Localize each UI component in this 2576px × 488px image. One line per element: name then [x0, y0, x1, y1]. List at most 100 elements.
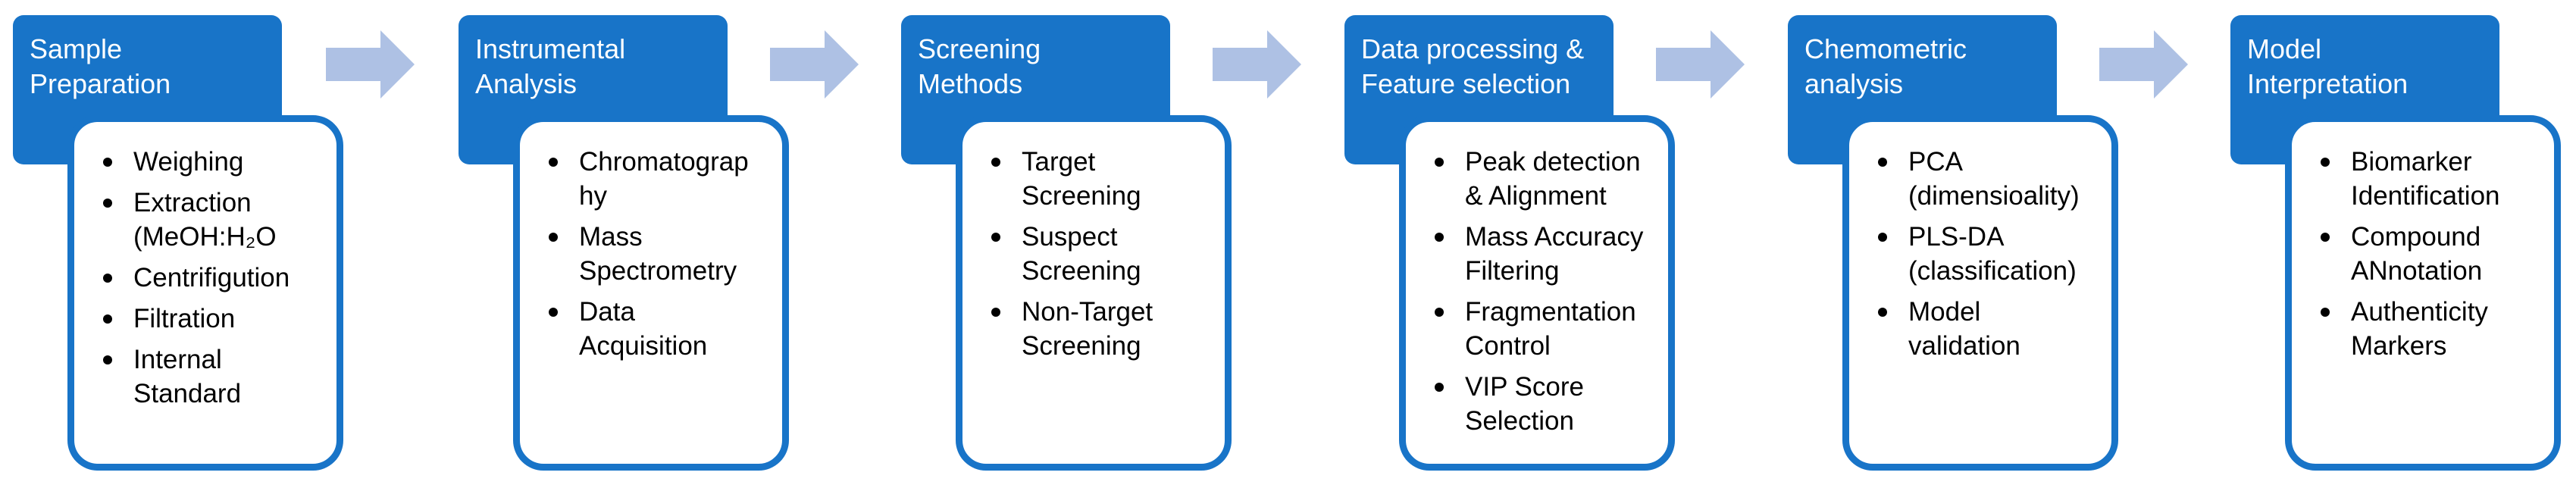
step-item-list: PCA (dimensioality) PLS-DA (classification)… [1876, 145, 2104, 363]
text-line: Selection [1465, 406, 1574, 436]
bullet-icon [2321, 158, 2330, 167]
bullet-icon [2321, 308, 2330, 317]
text-line: Feature selection [1361, 68, 1571, 99]
text-line: VIP Score [1465, 372, 1584, 402]
list-item: Filtration [102, 302, 329, 336]
text-line: Control [1465, 331, 1551, 361]
text-line: & Alignment [1465, 181, 1607, 211]
bullet-icon [549, 308, 558, 317]
text-line: Biomarker [2351, 147, 2472, 177]
text-line: (dimensioality) [1908, 181, 2080, 211]
bullet-icon [991, 158, 1000, 167]
text-line: Acquisition [579, 331, 708, 361]
text-line: Screening [918, 33, 1041, 64]
text-line: (classification) [1908, 256, 2077, 286]
text-line: Mass Accuracy [1465, 222, 1644, 252]
text-line: Spectrometry [579, 256, 737, 286]
text-line: Peak detection [1465, 147, 1641, 177]
list-item: PLS-DA (classification) [1876, 220, 2104, 288]
text-line: Instrumental [475, 33, 626, 64]
text-line: Filtering [1465, 256, 1560, 286]
list-item: Weighing [102, 145, 329, 179]
bullet-icon [103, 314, 112, 324]
bullet-icon [103, 199, 112, 208]
bullet-icon [1435, 158, 1444, 167]
text-line: Standard [133, 379, 242, 408]
text-line: Markers [2351, 331, 2447, 361]
list-item: Peak detection & Alignment [1433, 145, 1660, 213]
bullet-icon [1878, 233, 1887, 242]
text-line: Fragmentation [1465, 297, 1636, 327]
text-line: Sample [30, 33, 123, 64]
text-line: analysis [1804, 68, 1904, 99]
text-line: Extraction [133, 188, 252, 217]
list-item: Centrifigution [102, 261, 329, 295]
text-line: PLS-DA [1908, 222, 2005, 252]
text-line: Model [2247, 33, 2322, 64]
step-card: PCA (dimensioality) PLS-DA (classification)… [1842, 115, 2118, 471]
bullet-icon [103, 355, 112, 364]
text-line: Model [1908, 297, 1981, 327]
bullet-icon [991, 233, 1000, 242]
bullet-icon [1435, 308, 1444, 317]
right-arrow-icon [1656, 30, 1745, 99]
text-line: Non-Target [1022, 297, 1153, 327]
text-line: ANnotation [2351, 256, 2483, 286]
text-line: Analysis [475, 68, 577, 99]
text-line: validation [1908, 331, 2020, 361]
right-arrow-icon [326, 30, 415, 99]
bullet-icon [2321, 233, 2330, 242]
text-line: Screening [1022, 181, 1141, 211]
text-line: PCA [1908, 147, 1963, 177]
bullet-icon [1878, 158, 1887, 167]
list-item: Model validation [1876, 295, 2104, 363]
text-line: Screening [1022, 331, 1141, 361]
list-item: Extraction (MeOH:H₂O [102, 186, 329, 254]
text-line: Preparation [30, 68, 171, 99]
bullet-icon [1435, 383, 1444, 392]
right-arrow-icon [2099, 30, 2188, 99]
text-line: Data [579, 297, 635, 327]
text-line: Authenticity [2351, 297, 2488, 327]
text-line: Target [1022, 147, 1096, 177]
text-line: Centrifigution [133, 263, 290, 292]
text-line: Chemometric [1804, 33, 1967, 64]
bullet-icon [549, 233, 558, 242]
bullet-icon [991, 308, 1000, 317]
text-line: (MeOH:H₂O [133, 222, 277, 252]
text-line: Screening [1022, 256, 1141, 286]
text-line: Interpretation [2247, 68, 2409, 99]
bullet-icon [549, 158, 558, 167]
list-item: PCA (dimensioality) [1876, 145, 2104, 213]
text-line: Chromatograp [579, 147, 749, 177]
right-arrow-icon [770, 30, 859, 99]
text-line: Identification [2351, 181, 2500, 211]
bullet-icon [1435, 233, 1444, 242]
text-line: Compound [2351, 222, 2481, 252]
bullet-icon [103, 274, 112, 283]
text-line: Internal [133, 345, 222, 374]
bullet-icon [103, 158, 112, 167]
